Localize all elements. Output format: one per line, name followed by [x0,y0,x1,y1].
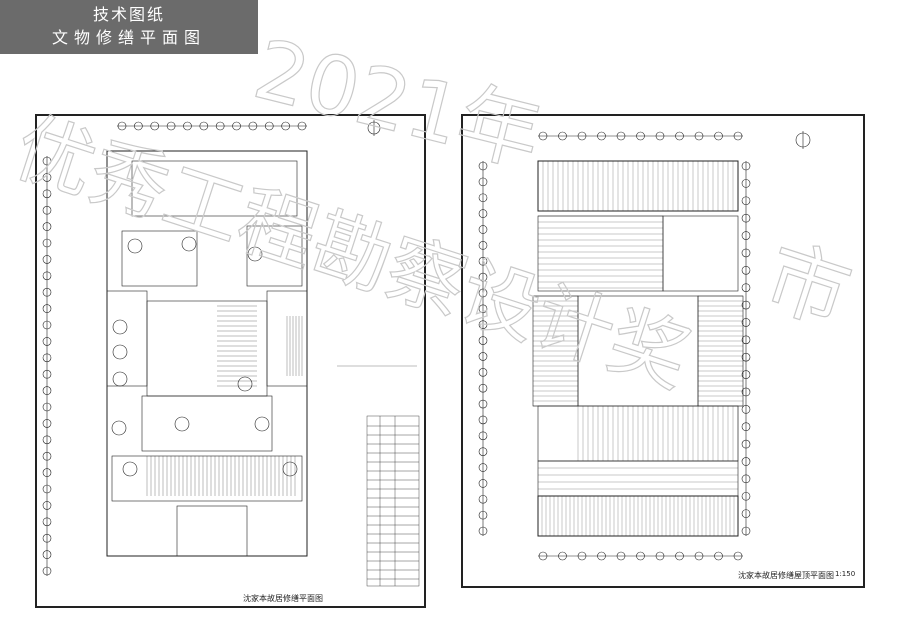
header-subtitle: 文物修缮平面图 [51,28,206,47]
header-banner: 技术图纸 文物修缮平面图 [0,0,258,54]
header-title: 技术图纸 [92,5,165,24]
floor-plan-drawing [42,120,420,587]
roof-plan-drawing [478,131,811,561]
roof-plan-title: 沈家本故居修缮屋顶平面图 [738,571,834,580]
floor-plan-title: 沈家本故居修缮平面图 [243,594,323,603]
roof-plan-scale: 1:150 [835,570,856,578]
floor-plan-sheet: 沈家本故居修缮平面图 [35,114,426,608]
roof-plan-sheet: 沈家本故居修缮屋顶平面图 1:150 [461,114,865,588]
